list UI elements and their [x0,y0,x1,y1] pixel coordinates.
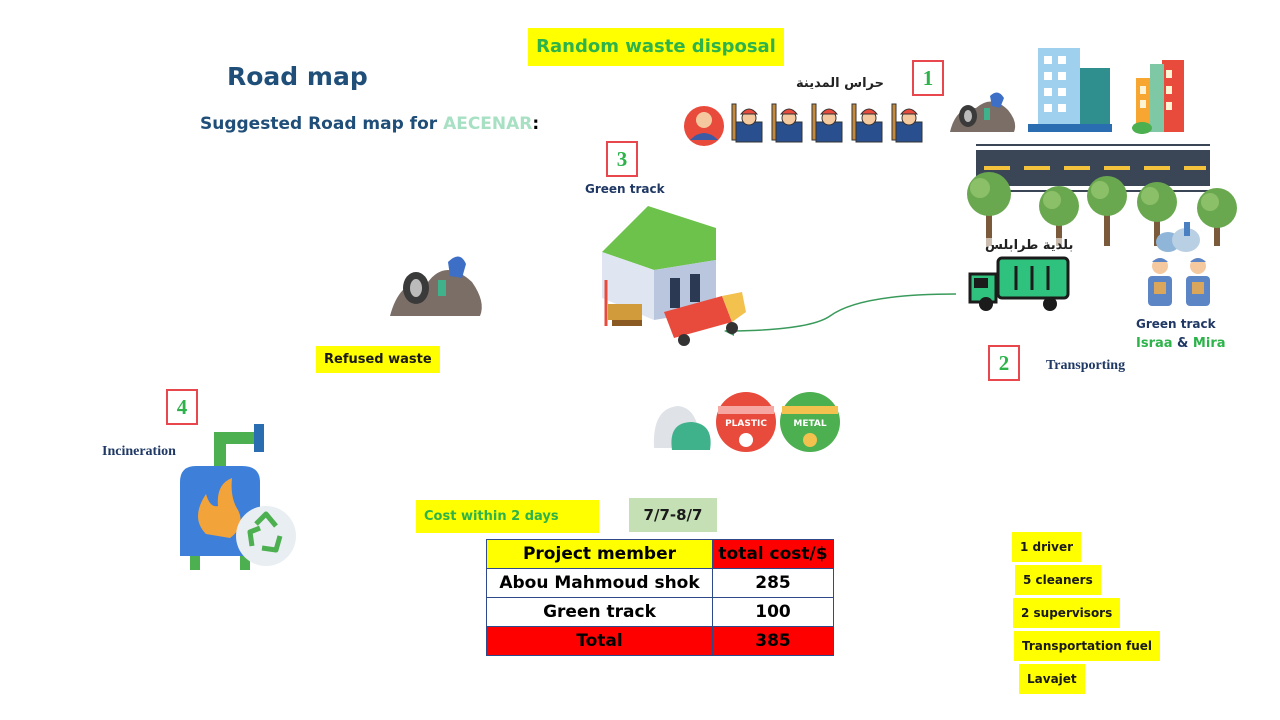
incineration-label: Incineration [102,444,176,460]
metal-label: METAL [793,419,827,429]
recycling-bags-small-icon [1154,218,1204,254]
sorted-waste-icon: PLASTIC METAL [648,388,844,454]
israa-label: Israa [1136,336,1173,351]
team-names-label: Israa & Mira [1136,336,1226,351]
resource-cleaners: 5 cleaners [1015,565,1101,595]
total-row: Total 385 [487,627,834,656]
random-waste-disposal-label: Random waste disposal [528,28,784,66]
date-range-label: 7/7-8/7 [629,498,717,532]
mira-label: Mira [1193,336,1226,351]
ampersand-label: & [1173,336,1193,351]
incinerator-icon [176,422,302,572]
step-number-1: 1 [912,60,944,96]
refused-waste-label: Refused waste [316,346,440,373]
total-value-cell: 385 [713,627,834,656]
metal-bin-icon: METAL [780,392,840,452]
transport-arrow [720,288,960,338]
resource-supervisors: 2 supervisors [1013,598,1120,628]
recycle-icon [236,506,296,566]
trees-icon [956,172,1250,248]
member-cell: Green track [487,598,713,627]
step-number-4: 4 [166,389,198,425]
page-subtitle: Suggested Road map for AECENAR: [200,114,539,134]
header-member-cell: Project member [487,540,713,569]
page-title: Road map [227,62,368,91]
subtitle-suffix: : [532,114,539,134]
cost-cell: 100 [713,598,834,627]
cost-table: Project member total cost/$ Abou Mahmoud… [486,539,834,656]
green-track-right-label: Green track [1136,317,1216,331]
table-row: Abou Mahmoud shok 285 [487,569,834,598]
garbage-pile-icon [386,248,486,320]
bags-icon [654,406,711,450]
subtitle-org: AECENAR [443,114,532,134]
resource-fuel: Transportation fuel [1014,631,1160,661]
warehouse-icon [596,200,748,352]
resource-driver: 1 driver [1012,532,1081,562]
step-number-2: 2 [988,345,1020,381]
buildings-icon [1024,44,1204,136]
step-number-3: 3 [606,141,638,177]
green-track-top-label: Green track [585,182,665,196]
plastic-label: PLASTIC [725,419,767,429]
garbage-truck-icon [966,254,1072,314]
cost-heading: Cost within 2 days [416,500,599,533]
team-workers-icon [1140,254,1220,310]
total-label-cell: Total [487,627,713,656]
transporting-label: Transporting [1046,358,1125,374]
member-cell: Abou Mahmoud shok [487,569,713,598]
city-guards-label: حراس المدينة [796,76,884,91]
header-cost-cell: total cost/$ [713,540,834,569]
table-row: Green track 100 [487,598,834,627]
cost-cell: 285 [713,569,834,598]
supervisor-avatar-icon [684,106,724,146]
subtitle-prefix: Suggested Road map for [200,114,443,134]
garbage-pile-small-icon [946,86,1018,134]
municipality-label: بلدية طرابلس [985,238,1073,253]
plastic-bin-icon: PLASTIC [716,392,776,452]
workers-row-icon [682,100,928,148]
resource-lavajet: Lavajet [1019,664,1085,694]
table-header-row: Project member total cost/$ [487,540,834,569]
